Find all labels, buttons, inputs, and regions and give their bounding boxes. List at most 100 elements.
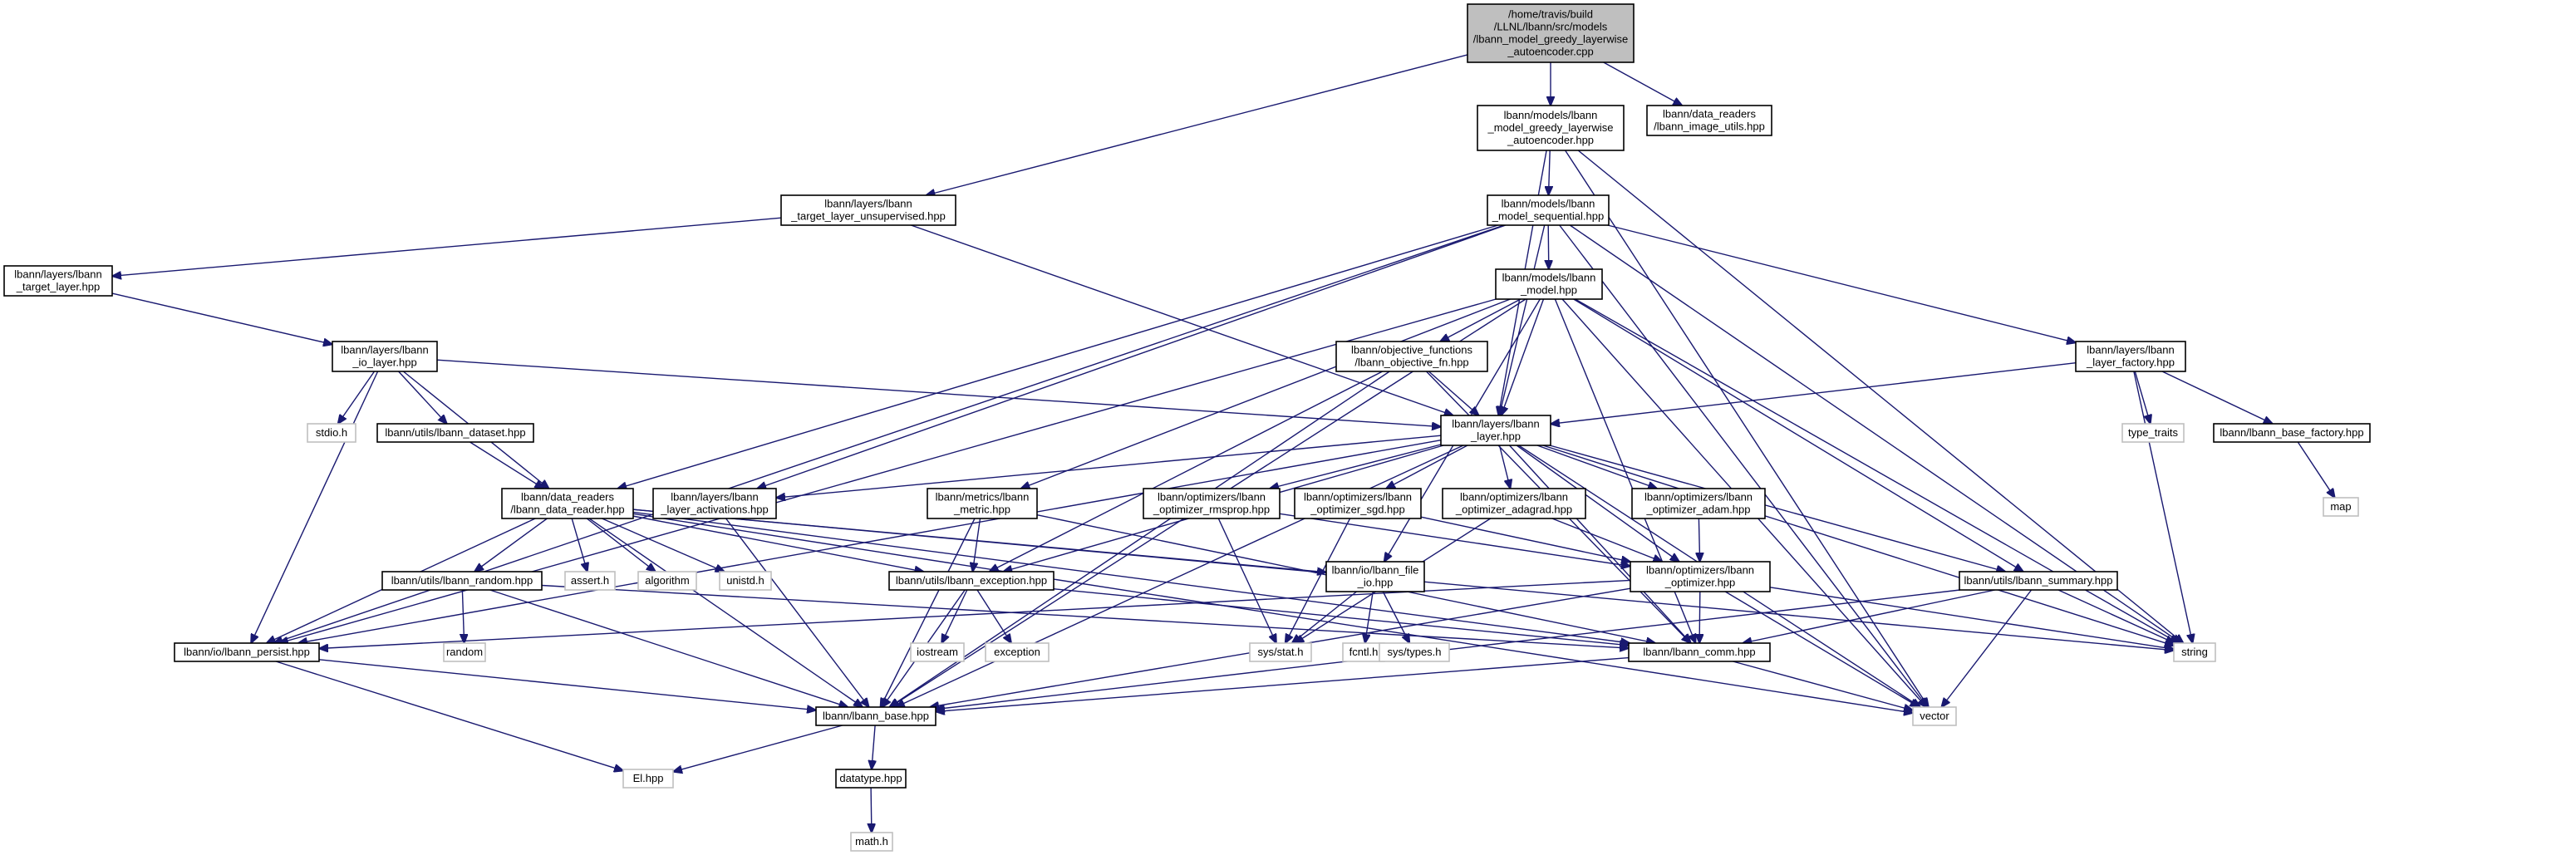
edge-target_layer-to-io_layer	[111, 292, 332, 344]
node-box	[1467, 3, 1635, 63]
node-root[interactable]: /home/travis/build/LLNL/lbann/src/models…	[1467, 3, 1635, 63]
node-label-line: lbann/optimizers/lbann	[1460, 491, 1568, 504]
node-data_reader[interactable]: lbann/data_readers/lbann_data_reader.hpp	[501, 488, 634, 519]
node-activations[interactable]: lbann/layers/lbann_layer_activations.hpp	[652, 488, 777, 519]
node-metric[interactable]: lbann/metrics/lbann_metric.hpp	[927, 488, 1038, 519]
node-greedy_hpp[interactable]: lbann/models/lbann_model_greedy_layerwis…	[1477, 105, 1625, 151]
edge-activations-to-base	[725, 518, 869, 707]
node-image_utils[interactable]: lbann/data_readers/lbann_image_utils.hpp	[1646, 105, 1772, 136]
node-label-line: /LLNL/lbann/src/models	[1494, 21, 1608, 33]
node-random_hpp[interactable]: lbann/utils/lbann_random.hpp	[381, 571, 543, 591]
node-box	[1440, 415, 1551, 446]
node-layer_factory[interactable]: lbann/layers/lbann_layer_factory.hpp	[2075, 341, 2186, 372]
node-label-line: lbann/lbann_comm.hpp	[1643, 646, 1755, 658]
node-io_layer[interactable]: lbann/layers/lbann_io_layer.hpp	[332, 341, 438, 372]
node-label-line: unistd.h	[726, 574, 764, 587]
edge-exception_hpp-to-exception	[976, 589, 1011, 643]
node-label-line: lbann/io/lbann_persist.hpp	[184, 646, 310, 658]
node-model_hpp[interactable]: lbann/models/lbann_model.hpp	[1495, 268, 1603, 300]
node-label-line: _target_layer_unsupervised.hpp	[790, 210, 946, 223]
node-box	[1249, 642, 1312, 662]
edge-layer_factory-to-type_traits	[2134, 371, 2151, 424]
edge-rmsprop-to-sys_stat	[1217, 518, 1276, 643]
node-dataset[interactable]: lbann/utils/lbann_dataset.hpp	[376, 423, 534, 443]
node-datatype[interactable]: datatype.hpp	[835, 769, 907, 789]
node-adagrad[interactable]: lbann/optimizers/lbann_optimizer_adagrad…	[1442, 488, 1586, 519]
node-exception_hpp[interactable]: lbann/utils/lbann_exception.hpp	[888, 571, 1054, 591]
node-label-line: _optimizer_adam.hpp	[1645, 504, 1750, 516]
edge-adam-to-optimizer	[1698, 518, 1699, 562]
node-box	[2075, 341, 2186, 372]
node-box	[927, 488, 1038, 519]
node-target_unsup[interactable]: lbann/layers/lbann_target_layer_unsuperv…	[780, 194, 956, 226]
node-layer: /home/travis/build/LLNL/lbann/src/models…	[3, 3, 2371, 852]
node-box	[622, 769, 674, 789]
node-box	[1495, 268, 1603, 300]
edge-data_reader-to-random_hpp	[474, 518, 548, 572]
node-layer_hpp[interactable]: lbann/layers/lbann_layer.hpp	[1440, 415, 1551, 446]
node-box	[174, 642, 320, 662]
node-model_seq[interactable]: lbann/models/lbann_model_sequential.hpp	[1487, 194, 1610, 226]
node-box	[501, 488, 634, 519]
node-label-line: _optimizer.hpp	[1664, 577, 1736, 589]
node-label-line: lbann/layers/lbann	[1452, 418, 1540, 430]
node-persist[interactable]: lbann/io/lbann_persist.hpp	[174, 642, 320, 662]
node-box	[381, 571, 543, 591]
edge-target_unsup-to-target_layer	[112, 217, 782, 276]
edge-data_reader-to-algorithm	[586, 518, 656, 572]
node-box	[1630, 561, 1771, 592]
node-type_traits: type_traits	[2121, 423, 2185, 443]
node-label-line: /lbann_image_utils.hpp	[1654, 120, 1765, 133]
node-label-line: lbann/models/lbann	[1502, 272, 1596, 284]
node-comm[interactable]: lbann/lbann_comm.hpp	[1628, 642, 1771, 662]
node-file_io[interactable]: lbann/io/lbann_file_io.hpp	[1325, 561, 1425, 592]
node-exception: exception	[985, 642, 1050, 662]
node-base_factory[interactable]: lbann/lbann_base_factory.hpp	[2213, 423, 2371, 443]
node-label-line: lbann/layers/lbann	[671, 491, 759, 504]
node-box	[780, 194, 956, 226]
node-objective[interactable]: lbann/objective_functions/lbann_objectiv…	[1335, 341, 1488, 372]
node-label-line: datatype.hpp	[839, 772, 902, 784]
node-label-line: lbann/models/lbann	[1504, 109, 1598, 121]
node-math: math.h	[850, 832, 893, 852]
node-base[interactable]: lbann/lbann_base.hpp	[815, 706, 937, 726]
node-label-line: _metric.hpp	[953, 504, 1010, 516]
edge-exception_hpp-to-iostream	[941, 589, 968, 643]
node-label-line: lbann/utils/lbann_exception.hpp	[896, 574, 1047, 587]
node-label-line: lbann/models/lbann	[1502, 198, 1595, 210]
edge-model_seq-to-layer_hpp	[1499, 224, 1546, 415]
node-box	[888, 571, 1054, 591]
node-adam[interactable]: lbann/optimizers/lbann_optimizer_adam.hp…	[1631, 488, 1766, 519]
node-box	[1379, 642, 1450, 662]
node-label-line: _model_greedy_layerwise	[1487, 121, 1613, 134]
edge-layer_hpp-to-summary	[1549, 445, 2005, 572]
node-box	[1646, 105, 1772, 136]
edge-io_layer-to-layer_hpp	[436, 359, 1441, 426]
node-label-line: _io.hpp	[1357, 577, 1394, 589]
edge-comm-to-base	[936, 656, 1630, 712]
node-label-line: lbann/layers/lbann	[14, 268, 102, 281]
node-label-line: math.h	[855, 835, 888, 848]
node-rmsprop[interactable]: lbann/optimizers/lbann_optimizer_rmsprop…	[1143, 488, 1281, 519]
node-label-line: vector	[1920, 710, 1949, 722]
node-label-line: _model.hpp	[1520, 284, 1577, 297]
node-stdio: stdio.h	[307, 423, 356, 443]
node-target_layer[interactable]: lbann/layers/lbann_target_layer.hpp	[3, 265, 113, 297]
node-box	[835, 769, 907, 789]
node-box	[1477, 105, 1625, 151]
node-summary[interactable]: lbann/utils/lbann_summary.hpp	[1959, 571, 2118, 591]
node-label-line: lbann/layers/lbann	[2087, 344, 2175, 356]
node-optimizer[interactable]: lbann/optimizers/lbann_optimizer.hpp	[1630, 561, 1771, 592]
edge-data_reader-to-base	[588, 518, 863, 707]
node-label-line: lbann/optimizers/lbann	[1646, 564, 1754, 577]
node-sgd[interactable]: lbann/optimizers/lbann_optimizer_sgd.hpp	[1294, 488, 1422, 519]
edge-objective-to-exception_hpp	[990, 371, 1384, 572]
node-box	[1442, 488, 1586, 519]
edge-layer_hpp-to-sgd	[1386, 445, 1468, 489]
node-label-line: lbann/metrics/lbann	[936, 491, 1030, 504]
node-label-line: _layer_activations.hpp	[660, 504, 768, 516]
node-label-line: _layer_factory.hpp	[2086, 356, 2175, 369]
edge-greedy_hpp-to-vector	[1565, 150, 1929, 707]
node-label-line: _autoencoder.cpp	[1507, 46, 1593, 58]
